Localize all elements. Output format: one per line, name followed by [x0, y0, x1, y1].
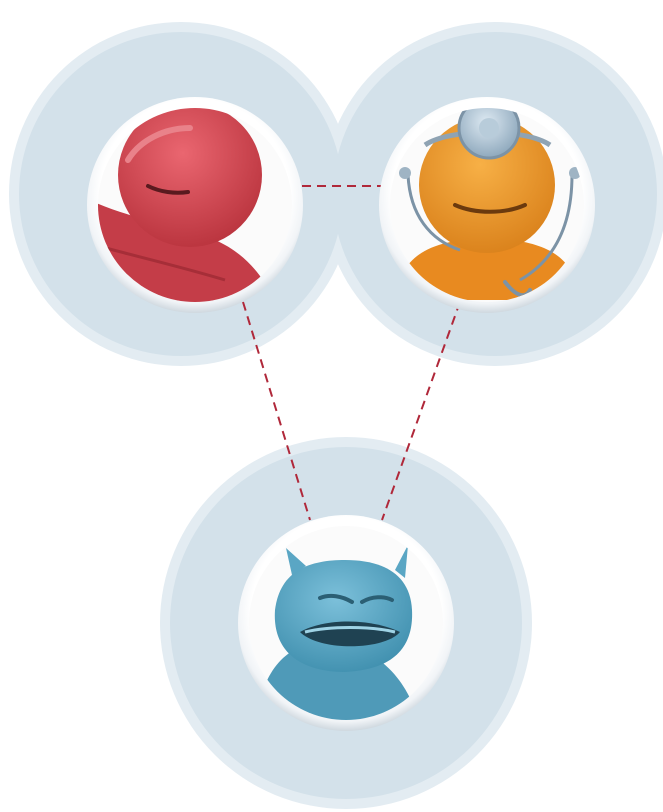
- node-doctor-character: [379, 97, 595, 313]
- node-red-character: [87, 97, 303, 313]
- connector-doctor-blue: [381, 301, 461, 521]
- connector-red-blue: [242, 301, 311, 521]
- connector-group: [242, 185, 461, 521]
- blue-horned-monster-figure-icon: [249, 526, 443, 720]
- node-blue-character: [238, 515, 454, 731]
- red-clay-figure-icon: [98, 108, 292, 302]
- orange-doctor-figure-with-stethoscope-icon: [390, 108, 584, 302]
